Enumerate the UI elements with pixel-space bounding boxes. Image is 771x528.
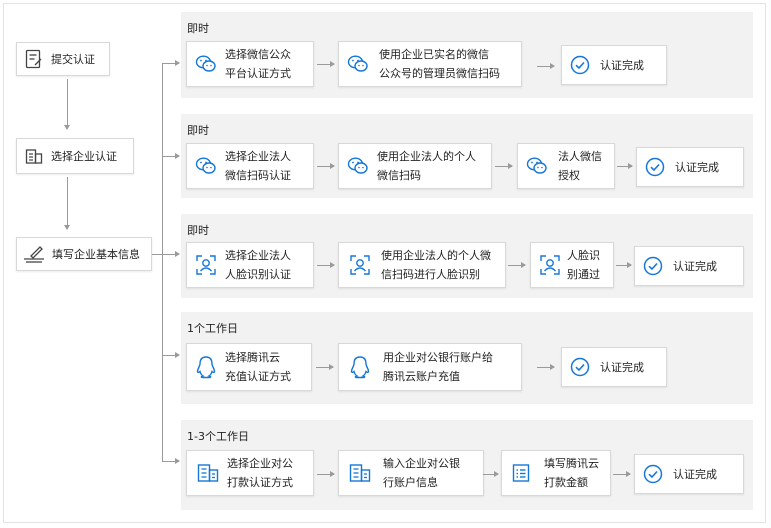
method-step-2: 输入企业对公银 行账户信息 — [338, 450, 484, 496]
building-icon — [349, 463, 371, 483]
panel-duration: 即时 — [187, 224, 209, 237]
step-label: 人脸识 别通过 — [567, 249, 600, 281]
flow-arrow — [613, 471, 631, 477]
node-label: 填写企业基本信息 — [52, 247, 140, 261]
submit-verification-node: 提交认证 — [16, 42, 110, 76]
step-label: 选择微信公众 平台认证方式 — [225, 48, 291, 80]
fill-info-node: 填写企业基本信息 — [16, 237, 152, 271]
branch-connector — [152, 254, 163, 255]
step-label: 选择企业对公 打款认证方式 — [227, 457, 293, 489]
verification-complete: 认证完成 — [561, 45, 667, 85]
step-label: 选择腾讯云 充值认证方式 — [225, 351, 291, 383]
flow-arrow — [537, 63, 555, 69]
step-label: 输入企业对公银 行账户信息 — [383, 457, 460, 489]
branch-arrow-3 — [162, 251, 180, 257]
step-label: 认证完成 — [675, 160, 719, 174]
form-list-icon — [512, 463, 530, 483]
panel-duration: 1个工作日 — [187, 322, 238, 335]
wechat-icon — [526, 156, 548, 176]
step-label: 使用企业法人的个人 微信扫码 — [377, 150, 476, 182]
flow-arrow — [317, 262, 335, 268]
flow-arrow — [316, 364, 334, 370]
check-circle-icon — [643, 464, 663, 484]
flow-arrow — [317, 61, 335, 67]
verification-complete: 认证完成 — [561, 347, 667, 387]
flow-arrow — [317, 163, 335, 169]
branch-arrow-5 — [162, 458, 180, 464]
method-step-2: 使用企业已实名的微信 公众号的管理员微信扫码 — [338, 41, 522, 87]
step-label: 使用企业已实名的微信 公众号的管理员微信扫码 — [379, 48, 500, 80]
wechat-icon — [195, 156, 217, 176]
node-label: 提交认证 — [51, 52, 95, 66]
verification-complete: 认证完成 — [634, 454, 744, 494]
building-doc-icon — [25, 147, 43, 165]
branch-arrow-1 — [162, 60, 180, 66]
flow-arrow — [317, 471, 335, 477]
wechat-icon — [347, 54, 369, 74]
method-step-2: 使用企业法人的个人 微信扫码 — [338, 143, 492, 189]
branch-trunk — [162, 63, 163, 461]
method-step-1: 选择企业法人 人脸识别认证 — [186, 242, 314, 288]
connector-arrow — [64, 79, 70, 130]
panel-duration: 即时 — [187, 22, 209, 35]
diagram-frame — [3, 3, 766, 523]
face-scan-icon — [539, 254, 561, 276]
connector-arrow — [64, 177, 70, 230]
method-step-2: 用企业对公银行账户给 腾讯云账户充值 — [338, 343, 522, 391]
building-icon — [197, 463, 219, 483]
method-step-2: 使用企业法人的个人微 信扫码进行人脸识别 — [338, 242, 506, 288]
flow-arrow — [617, 163, 633, 169]
flow-arrow — [495, 163, 513, 169]
document-edit-icon — [25, 49, 43, 69]
verification-complete: 认证完成 — [634, 246, 744, 286]
step-label: 认证完成 — [600, 360, 644, 374]
method-step-1: 选择企业法人 微信扫码认证 — [186, 143, 314, 189]
step-label: 使用企业法人的个人微 信扫码进行人脸识别 — [381, 249, 491, 281]
method-step-1: 选择腾讯云 充值认证方式 — [186, 343, 312, 391]
method-step-1: 选择企业对公 打款认证方式 — [186, 450, 314, 496]
qq-penguin-icon — [195, 355, 217, 379]
qq-penguin-icon — [349, 355, 371, 379]
face-scan-icon — [195, 254, 217, 276]
node-label: 选择企业认证 — [51, 149, 117, 163]
check-circle-icon — [645, 157, 665, 177]
wechat-icon — [195, 54, 217, 74]
panel-duration: 1-3个工作日 — [187, 430, 249, 443]
sign-pen-icon — [23, 245, 45, 263]
verification-complete: 认证完成 — [636, 147, 744, 187]
flow-arrow — [483, 471, 499, 477]
check-circle-icon — [570, 357, 590, 377]
branch-arrow-4 — [162, 352, 180, 358]
step-label: 法人微信 授权 — [558, 150, 602, 182]
check-circle-icon — [570, 55, 590, 75]
step-label: 选择企业法人 微信扫码认证 — [225, 150, 291, 182]
method-step-3: 填写腾讯云 打款金额 — [501, 450, 611, 496]
method-step-3: 人脸识 别通过 — [530, 242, 614, 288]
face-scan-icon — [349, 254, 371, 276]
flow-arrow — [616, 262, 632, 268]
step-label: 认证完成 — [600, 58, 644, 72]
step-label: 填写腾讯云 打款金额 — [544, 457, 599, 489]
step-label: 用企业对公银行账户给 腾讯云账户充值 — [383, 351, 493, 383]
select-enterprise-node: 选择企业认证 — [16, 138, 134, 174]
check-circle-icon — [643, 256, 663, 276]
step-label: 选择企业法人 人脸识别认证 — [225, 249, 291, 281]
wechat-icon — [347, 156, 369, 176]
step-label: 认证完成 — [673, 259, 717, 273]
flow-arrow — [508, 262, 526, 268]
method-step-3: 法人微信 授权 — [517, 143, 615, 189]
branch-arrow-2 — [162, 153, 180, 159]
method-step-1: 选择微信公众 平台认证方式 — [186, 41, 314, 87]
step-label: 认证完成 — [673, 467, 717, 481]
flow-arrow — [537, 364, 555, 370]
panel-duration: 即时 — [187, 124, 209, 137]
